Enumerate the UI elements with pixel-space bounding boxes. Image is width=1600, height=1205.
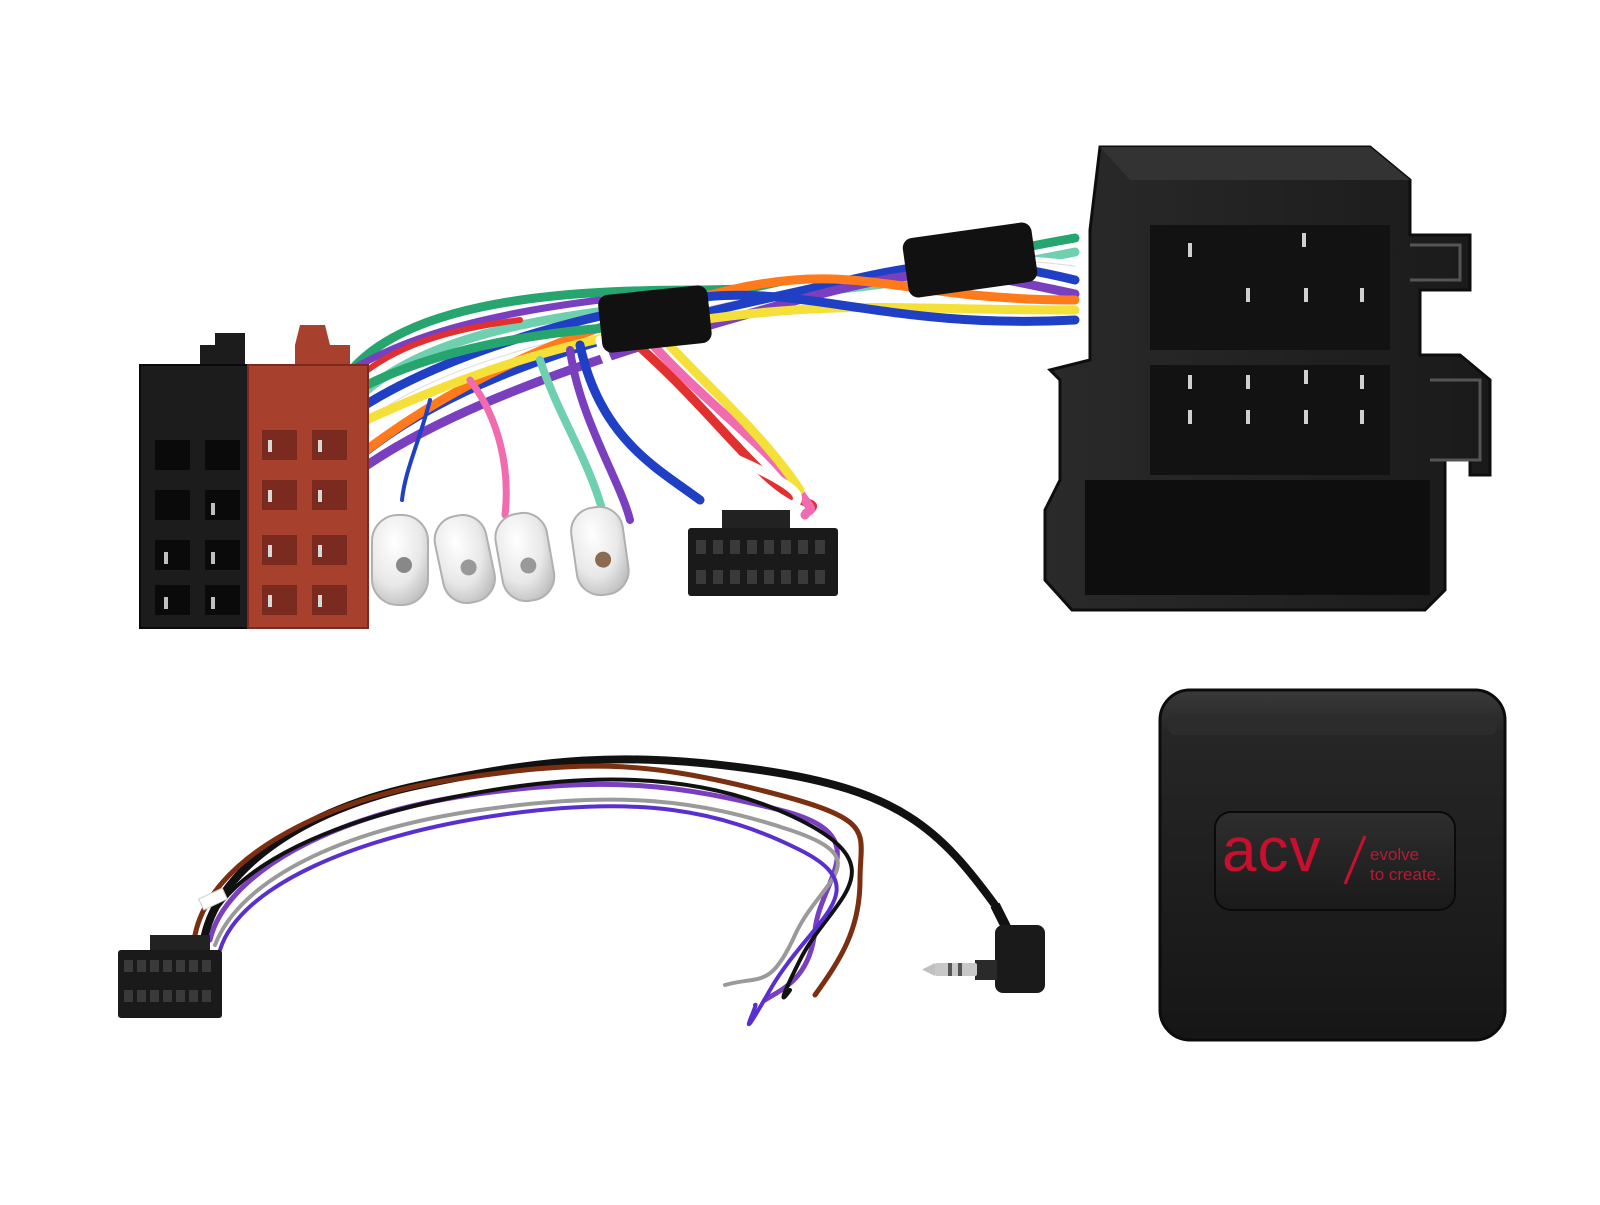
audio-jack — [922, 902, 1045, 993]
brand-logo: acv — [1222, 816, 1322, 885]
iso-speaker-connector — [247, 325, 369, 629]
wire-harness — [326, 222, 1080, 524]
interface-plug — [118, 935, 222, 1018]
bullet-terminals — [371, 505, 630, 606]
tagline-line-1: evolve — [1370, 845, 1420, 864]
quadlock-connector — [1043, 145, 1492, 612]
brand-tagline: evolve to create. — [1370, 845, 1441, 885]
tagline-line-2: to create. — [1370, 865, 1441, 884]
head-unit-plug — [688, 510, 838, 596]
iso-power-connector — [139, 333, 263, 629]
interface-module — [1158, 688, 1507, 1042]
steering-wheel-lead — [192, 755, 999, 1027]
